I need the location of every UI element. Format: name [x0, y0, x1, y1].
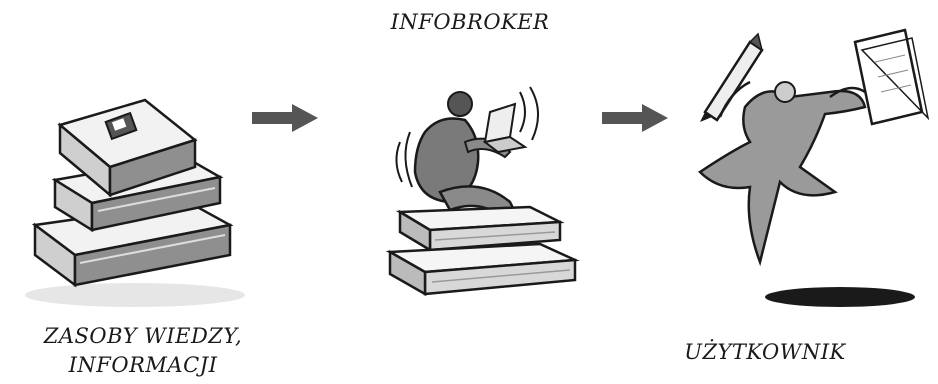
infobroker-label: INFOBROKER — [390, 10, 550, 34]
person-with-laptop-on-books-icon — [385, 86, 580, 297]
user-with-pen-and-paper-icon — [698, 28, 930, 307]
arrow-right-icon — [602, 104, 668, 132]
user-label: UŻYTKOWNIK — [684, 340, 846, 364]
resources-label: ZASOBY WIEDZY, INFORMACJI — [18, 322, 268, 380]
arrow-right-icon — [252, 104, 318, 132]
resources-label-line1: ZASOBY WIEDZY, — [43, 324, 243, 348]
resources-label-line2: INFORMACJI — [68, 353, 218, 377]
book-stack-icon — [25, 98, 245, 307]
